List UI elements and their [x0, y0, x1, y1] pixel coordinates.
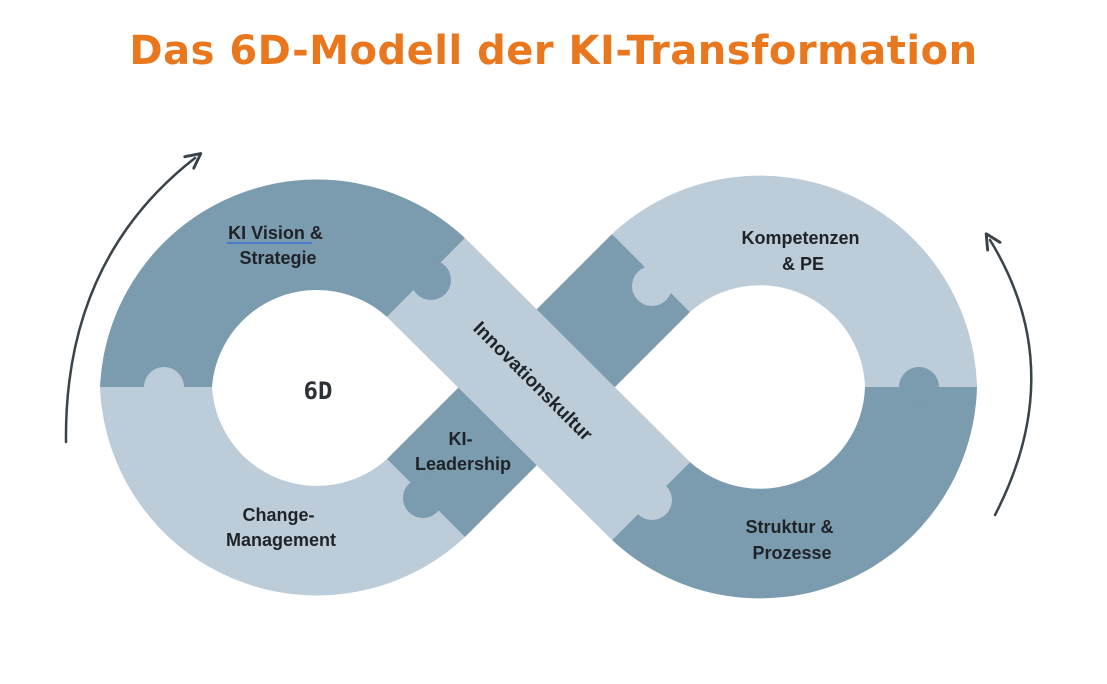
puzzle-tab [403, 478, 443, 518]
segment-struktur-shape[interactable] [612, 387, 977, 599]
puzzle-tab [144, 367, 184, 407]
segment-vision-label: KI Vision & Strategie [228, 223, 328, 268]
segment-change-label: Change- Management [226, 505, 336, 550]
page-title: Das 6D-Modell der KI-Transformation [129, 28, 978, 74]
puzzle-tab [899, 367, 939, 407]
rotation-arrow-right [984, 232, 1033, 517]
rotation-arrow-left [64, 152, 203, 444]
center-label: 6D [304, 377, 333, 405]
puzzle-tab [632, 266, 672, 306]
segment-kompetenzen-shape[interactable] [612, 175, 977, 387]
puzzle-tab [632, 480, 672, 520]
segment-innovation-shape[interactable] [387, 238, 690, 540]
segment-leadership-label: KI- Leadership [415, 429, 511, 474]
segment-kompetenzen-label: Kompetenzen & PE [741, 228, 864, 274]
segment-struktur-label: Struktur & Prozesse [745, 517, 838, 563]
segment-vision-shape[interactable] [100, 179, 465, 387]
puzzle-tab [411, 260, 451, 300]
segment-change-shape[interactable] [100, 387, 465, 596]
